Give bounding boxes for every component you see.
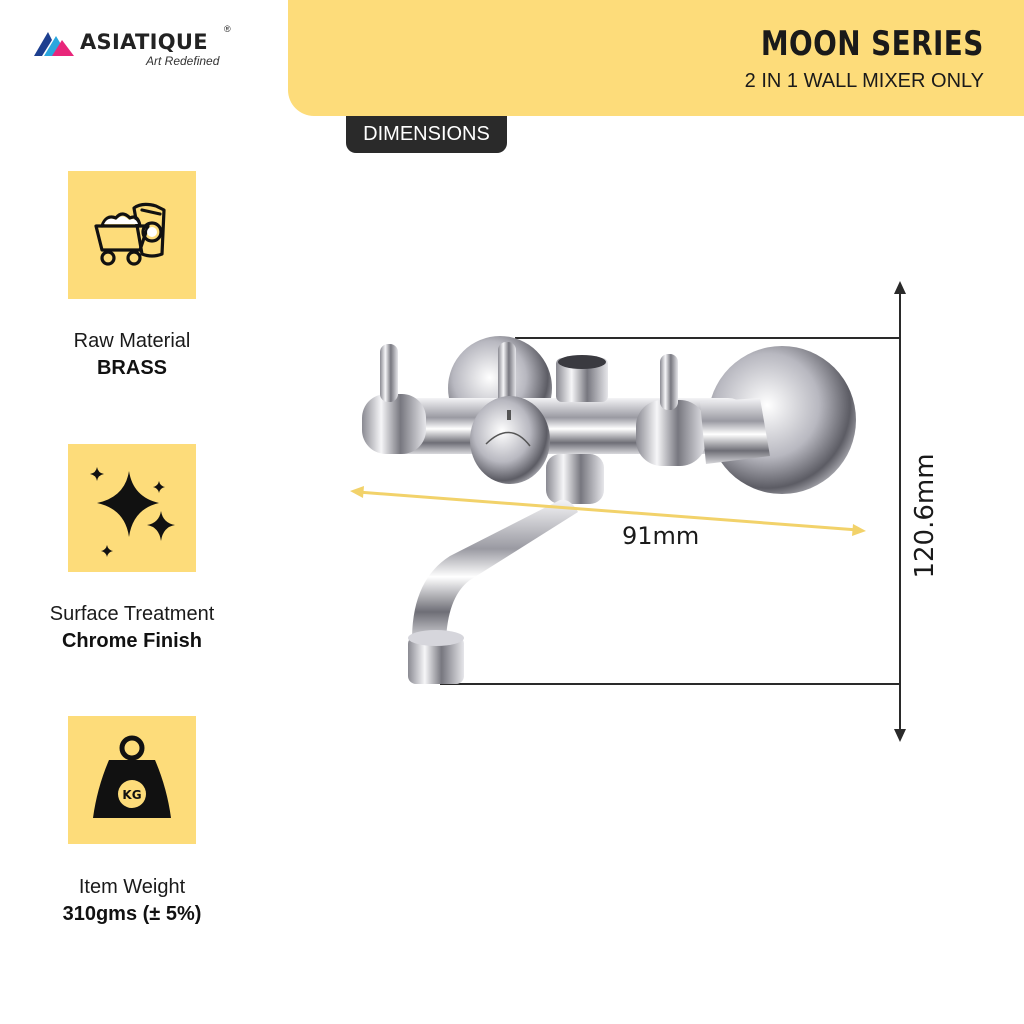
item-weight-value: 310gms (± 5%) — [62, 903, 202, 925]
center-lever-handle — [498, 342, 516, 406]
product-dimension-diagram — [350, 281, 906, 742]
surface-treatment-tile — [68, 444, 196, 572]
raw-material-cart-icon — [94, 202, 166, 266]
right-valve-cap — [636, 400, 706, 466]
shower-outlet — [556, 358, 608, 402]
right-lever-handle — [660, 354, 678, 410]
brand-logo-icon — [34, 32, 74, 56]
height-arrow-bottom — [894, 729, 906, 742]
registered-mark: ® — [224, 24, 231, 34]
diverter-knob — [470, 396, 550, 484]
surface-treatment-label: Surface Treatment — [49, 603, 215, 625]
dimensions-tab[interactable]: DIMENSIONS — [346, 116, 507, 153]
width-dimension-label: 91mm — [622, 522, 700, 550]
spout-aerator — [408, 636, 464, 684]
raw-material-label: Raw Material — [73, 330, 191, 352]
left-lever-handle — [380, 344, 398, 402]
height-arrow-top — [894, 281, 906, 294]
series-title: MOON SERIES — [761, 24, 984, 64]
width-dimension-line — [350, 486, 866, 536]
left-valve-cap — [362, 394, 426, 454]
spout — [412, 499, 578, 640]
surface-treatment-value: Chrome Finish — [61, 630, 202, 652]
brand-logo: ASIATIQUE ® Art Redefined — [32, 24, 242, 70]
series-subtitle: 2 IN 1 WALL MIXER ONLY — [744, 70, 984, 92]
height-dimension-lines — [440, 290, 901, 733]
item-weight-tile: KG — [68, 716, 196, 844]
raw-material-value: BRASS — [96, 357, 167, 379]
right-valve-sleeve — [700, 398, 770, 464]
header-band — [288, 0, 1024, 116]
sparkle-icon — [90, 467, 175, 557]
height-dimension-label: 120.6mm — [910, 453, 940, 579]
brand-name: ASIATIQUE — [80, 30, 208, 54]
spout-swivel — [546, 454, 604, 504]
item-weight-label: Item Weight — [78, 876, 186, 898]
raw-material-tile — [68, 171, 196, 299]
brand-tagline: Art Redefined — [146, 54, 220, 68]
weight-kg-icon: KG — [93, 735, 171, 818]
weight-kg-text: KG — [122, 788, 141, 802]
